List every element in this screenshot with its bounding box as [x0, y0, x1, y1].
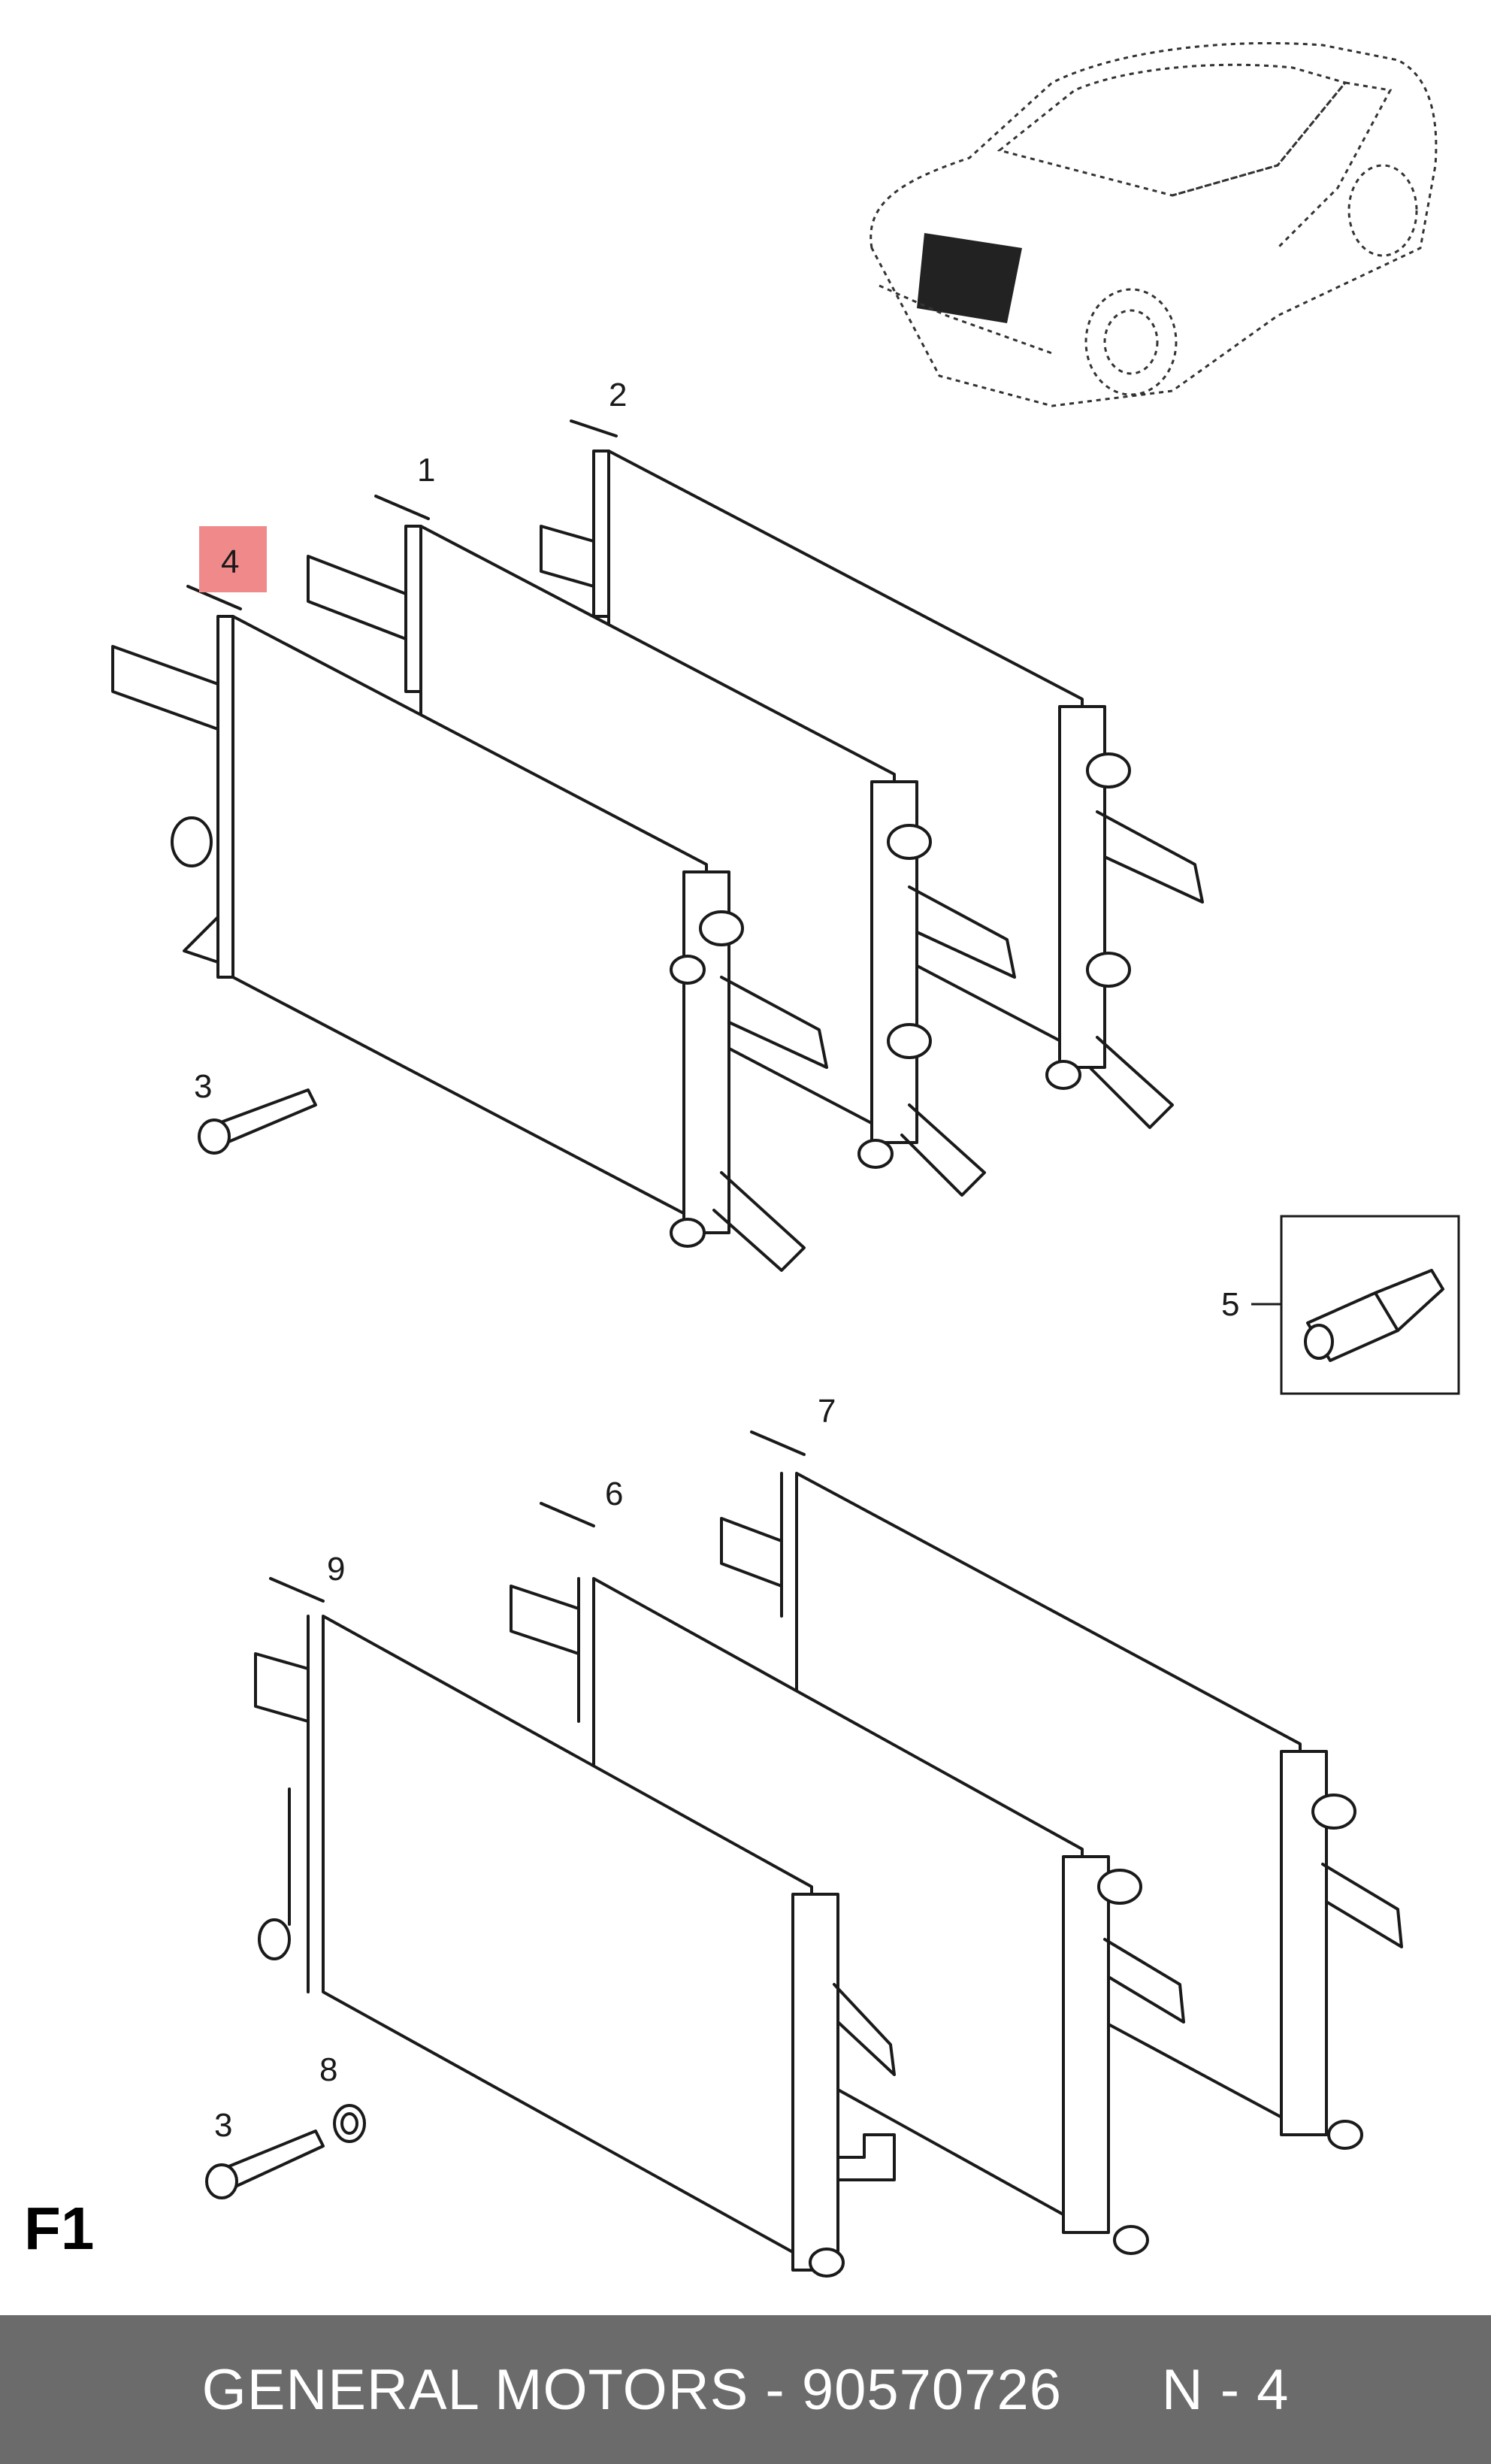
radiator-4 — [111, 585, 828, 1272]
footer-gap — [1062, 2357, 1162, 2423]
footer-part-number: 90570726 — [801, 2357, 1062, 2422]
figure-label: F1 — [24, 2195, 94, 2262]
radiator-7 — [720, 1430, 1403, 2150]
pin-part-3-upper — [198, 1088, 317, 1155]
radiator-parts-diagram: 1 2 4 3 5 7 6 9 8 3 F1 — [24, 41, 1460, 2278]
footer-position: N - 4 — [1161, 2357, 1290, 2422]
highlight-box — [199, 526, 267, 592]
car-illustration — [869, 41, 1438, 407]
callout-5: 5 — [1221, 1286, 1239, 1323]
callout-7: 7 — [818, 1393, 836, 1430]
footer-separator: - — [749, 2357, 802, 2422]
seal-ring-part-8 — [333, 2104, 366, 2143]
callout-6: 6 — [605, 1476, 623, 1512]
pin-part-3-lower — [205, 2130, 325, 2199]
temperature-sensor — [1304, 1269, 1444, 1362]
callout-3-upper: 3 — [194, 1068, 212, 1105]
callout-3-lower: 3 — [214, 2107, 232, 2144]
callout-2: 2 — [609, 377, 627, 413]
callout-8: 8 — [319, 2051, 337, 2088]
callout-4: 4 — [221, 543, 239, 580]
radiator-9 — [254, 1577, 896, 2278]
radiator-1 — [307, 495, 1016, 1197]
callout-9: 9 — [327, 1551, 345, 1588]
footer-brand: GENERAL MOTORS — [201, 2357, 749, 2422]
footer-bar: GENERAL MOTORS - 90570726 N - 4 — [0, 2315, 1491, 2464]
callout-1: 1 — [417, 452, 435, 489]
